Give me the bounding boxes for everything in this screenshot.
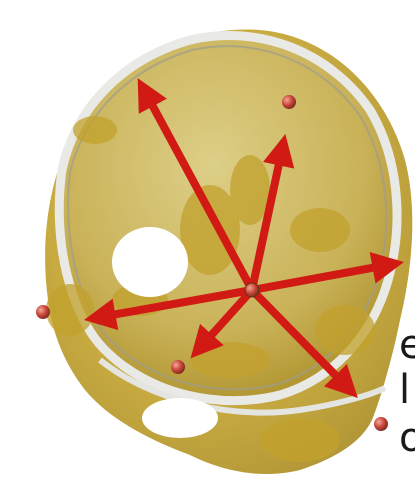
landmark-left (36, 305, 50, 319)
skull-foramen-lower (142, 398, 218, 438)
skull-foramen-upper (112, 227, 188, 297)
landmark-lower-left (171, 360, 185, 374)
edge-text-fragment-2: l (399, 370, 410, 410)
landmark-center (245, 283, 259, 297)
landmark-top (282, 95, 296, 109)
landmark-bottom-right (374, 417, 388, 431)
edge-text-fragment-1: e (399, 325, 415, 365)
edge-text-fragment-3: o (399, 418, 415, 458)
